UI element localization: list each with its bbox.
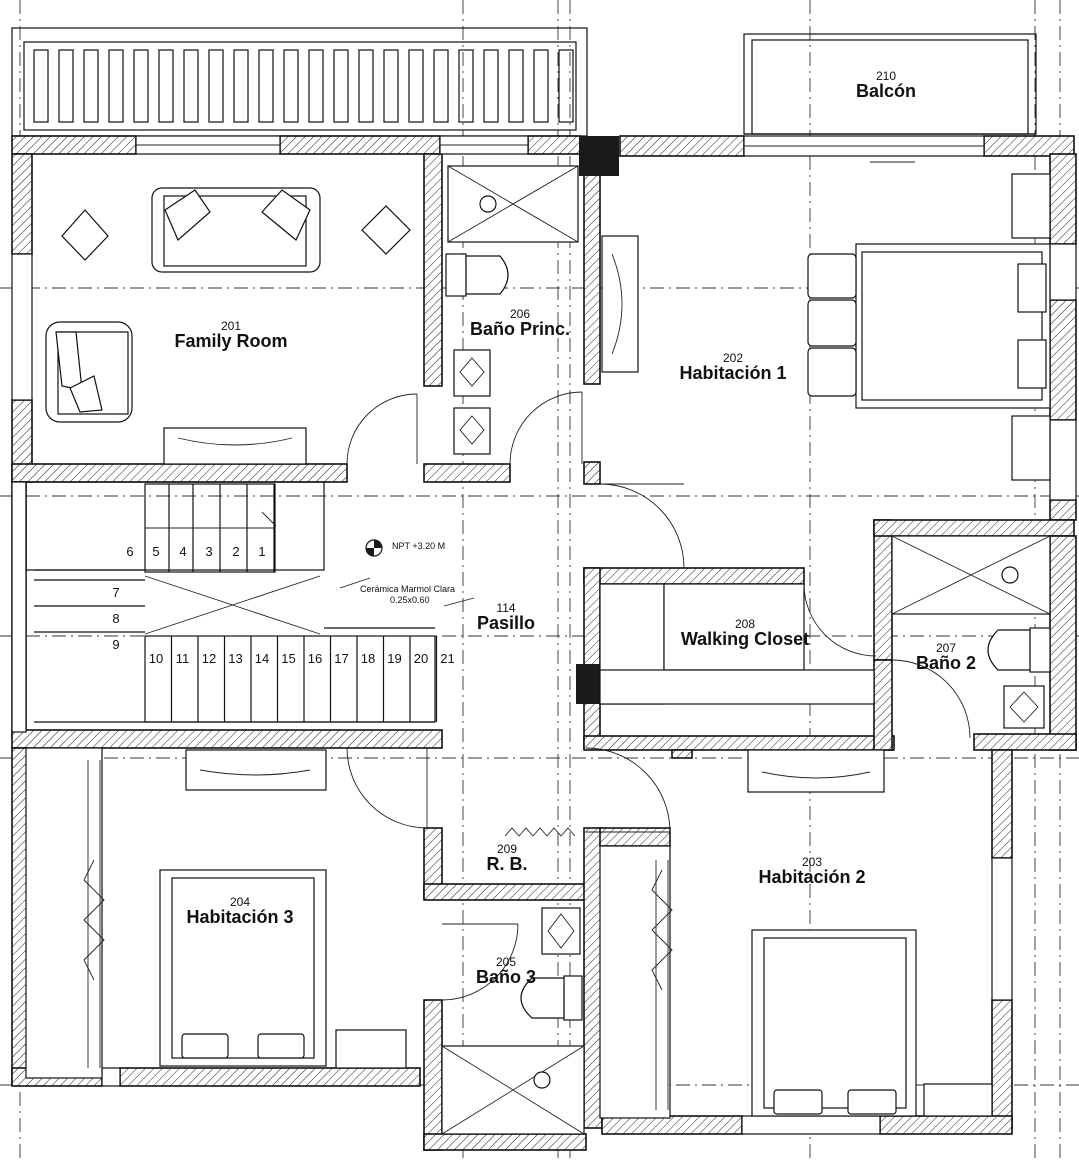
room-name-bano-3: Baño 3: [476, 967, 536, 987]
rail-bar: [483, 49, 499, 123]
room-number-habitacion-2: 203: [802, 855, 822, 869]
rail-bar: [58, 49, 74, 123]
stair-step-number: 16: [308, 651, 322, 666]
room-number-bano-princ: 206: [510, 307, 530, 321]
stair-step-number: 6: [126, 544, 133, 559]
rail-bar: [233, 49, 249, 123]
rail-bar: [208, 49, 224, 123]
rail-bar: [258, 49, 274, 123]
stair-step-number: 18: [361, 651, 375, 666]
windows: [11, 135, 1077, 1135]
rail-bar: [533, 49, 549, 123]
labels: 210 Balcón 201 Family Room 206 Baño Prin…: [174, 69, 976, 987]
rail-bar: [83, 49, 99, 123]
room-number-family-room: 201: [221, 319, 241, 333]
level-label: NPT +3.20 M: [392, 541, 445, 551]
stair-step-number: 4: [179, 544, 186, 559]
rail-bar: [408, 49, 424, 123]
room-number-habitacion-3: 204: [230, 895, 250, 909]
room-name-habitacion-3: Habitación 3: [186, 907, 293, 927]
stair-step-number: 1: [258, 544, 265, 559]
rail-bar: [558, 49, 574, 123]
bedroom-1-furniture: [601, 173, 1051, 481]
stair-step-number: 11: [176, 651, 190, 666]
family-room-furniture: [45, 187, 411, 465]
level-marker: [339, 539, 475, 607]
rail-bar: [433, 49, 449, 123]
stair-step-number: 10: [149, 651, 163, 666]
room-name-habitacion-2: Habitación 2: [758, 867, 865, 887]
walls: [11, 135, 1077, 1151]
room-name-habitacion-1: Habitación 1: [679, 363, 786, 383]
stair-step-number: 8: [112, 611, 119, 626]
rail-bar: [333, 49, 349, 123]
rail-bar: [308, 49, 324, 123]
stair-step-number: 14: [255, 651, 269, 666]
stair-step-number: 5: [152, 544, 159, 559]
stair-step-number: 3: [205, 544, 212, 559]
rail-bar: [33, 49, 49, 123]
doors: [346, 391, 971, 1001]
room-name-family-room: Family Room: [174, 331, 287, 351]
balcony: [743, 33, 1037, 135]
stair-step-number: 2: [232, 544, 239, 559]
walking-closet-interior: [599, 583, 875, 705]
room-name-bano-2: Baño 2: [916, 653, 976, 673]
staircase: [25, 481, 438, 723]
rail-bar: [183, 49, 199, 123]
main-bath-fixtures: [445, 165, 579, 455]
stair-step-number: 7: [112, 585, 119, 600]
rail-bar: [133, 49, 149, 123]
room-number-pasillo: 114: [496, 601, 515, 615]
bedroom-2-furniture: [599, 749, 993, 1119]
room-name-rb: R. B.: [486, 854, 527, 874]
rail-bar: [458, 49, 474, 123]
stair-step-number: 20: [414, 651, 428, 666]
terrace-railing: [11, 27, 588, 137]
stair-step-number: 15: [281, 651, 295, 666]
bath-2-fixtures: [891, 535, 1051, 729]
room-number-bano-2: 207: [936, 641, 956, 655]
room-name-balcon: Balcón: [856, 81, 916, 101]
room-name-walking-closet: Walking Closet: [681, 629, 809, 649]
room-number-habitacion-1: 202: [723, 351, 743, 365]
stair-step-number: 19: [387, 651, 401, 666]
stair-step-number: 9: [112, 637, 119, 652]
room-number-walking-closet: 208: [735, 617, 755, 631]
bath-3-fixtures: [441, 907, 585, 1135]
room-number-bano-3: 205: [496, 955, 516, 969]
room-number-rb: 209: [497, 842, 517, 856]
stair-step-number: 21: [440, 651, 454, 666]
room-name-pasillo: Pasillo: [477, 613, 535, 633]
rail-bar: [158, 49, 174, 123]
room-number-balcon: 210: [876, 69, 896, 83]
rail-bar: [508, 49, 524, 123]
stair-step-number: 13: [228, 651, 242, 666]
stair-step-number: 12: [202, 651, 216, 666]
bedroom-3-furniture: [25, 747, 407, 1079]
stair-step-number: 17: [334, 651, 348, 666]
rail-bar: [358, 49, 374, 123]
room-name-bano-princ: Baño Princ.: [470, 319, 570, 339]
finish-label: Cerámica Marmol Clara: [360, 584, 455, 594]
rail-bar: [108, 49, 124, 123]
rail-bar: [283, 49, 299, 123]
finish-size-label: 0.25x0.60: [390, 595, 430, 605]
rail-bar: [383, 49, 399, 123]
